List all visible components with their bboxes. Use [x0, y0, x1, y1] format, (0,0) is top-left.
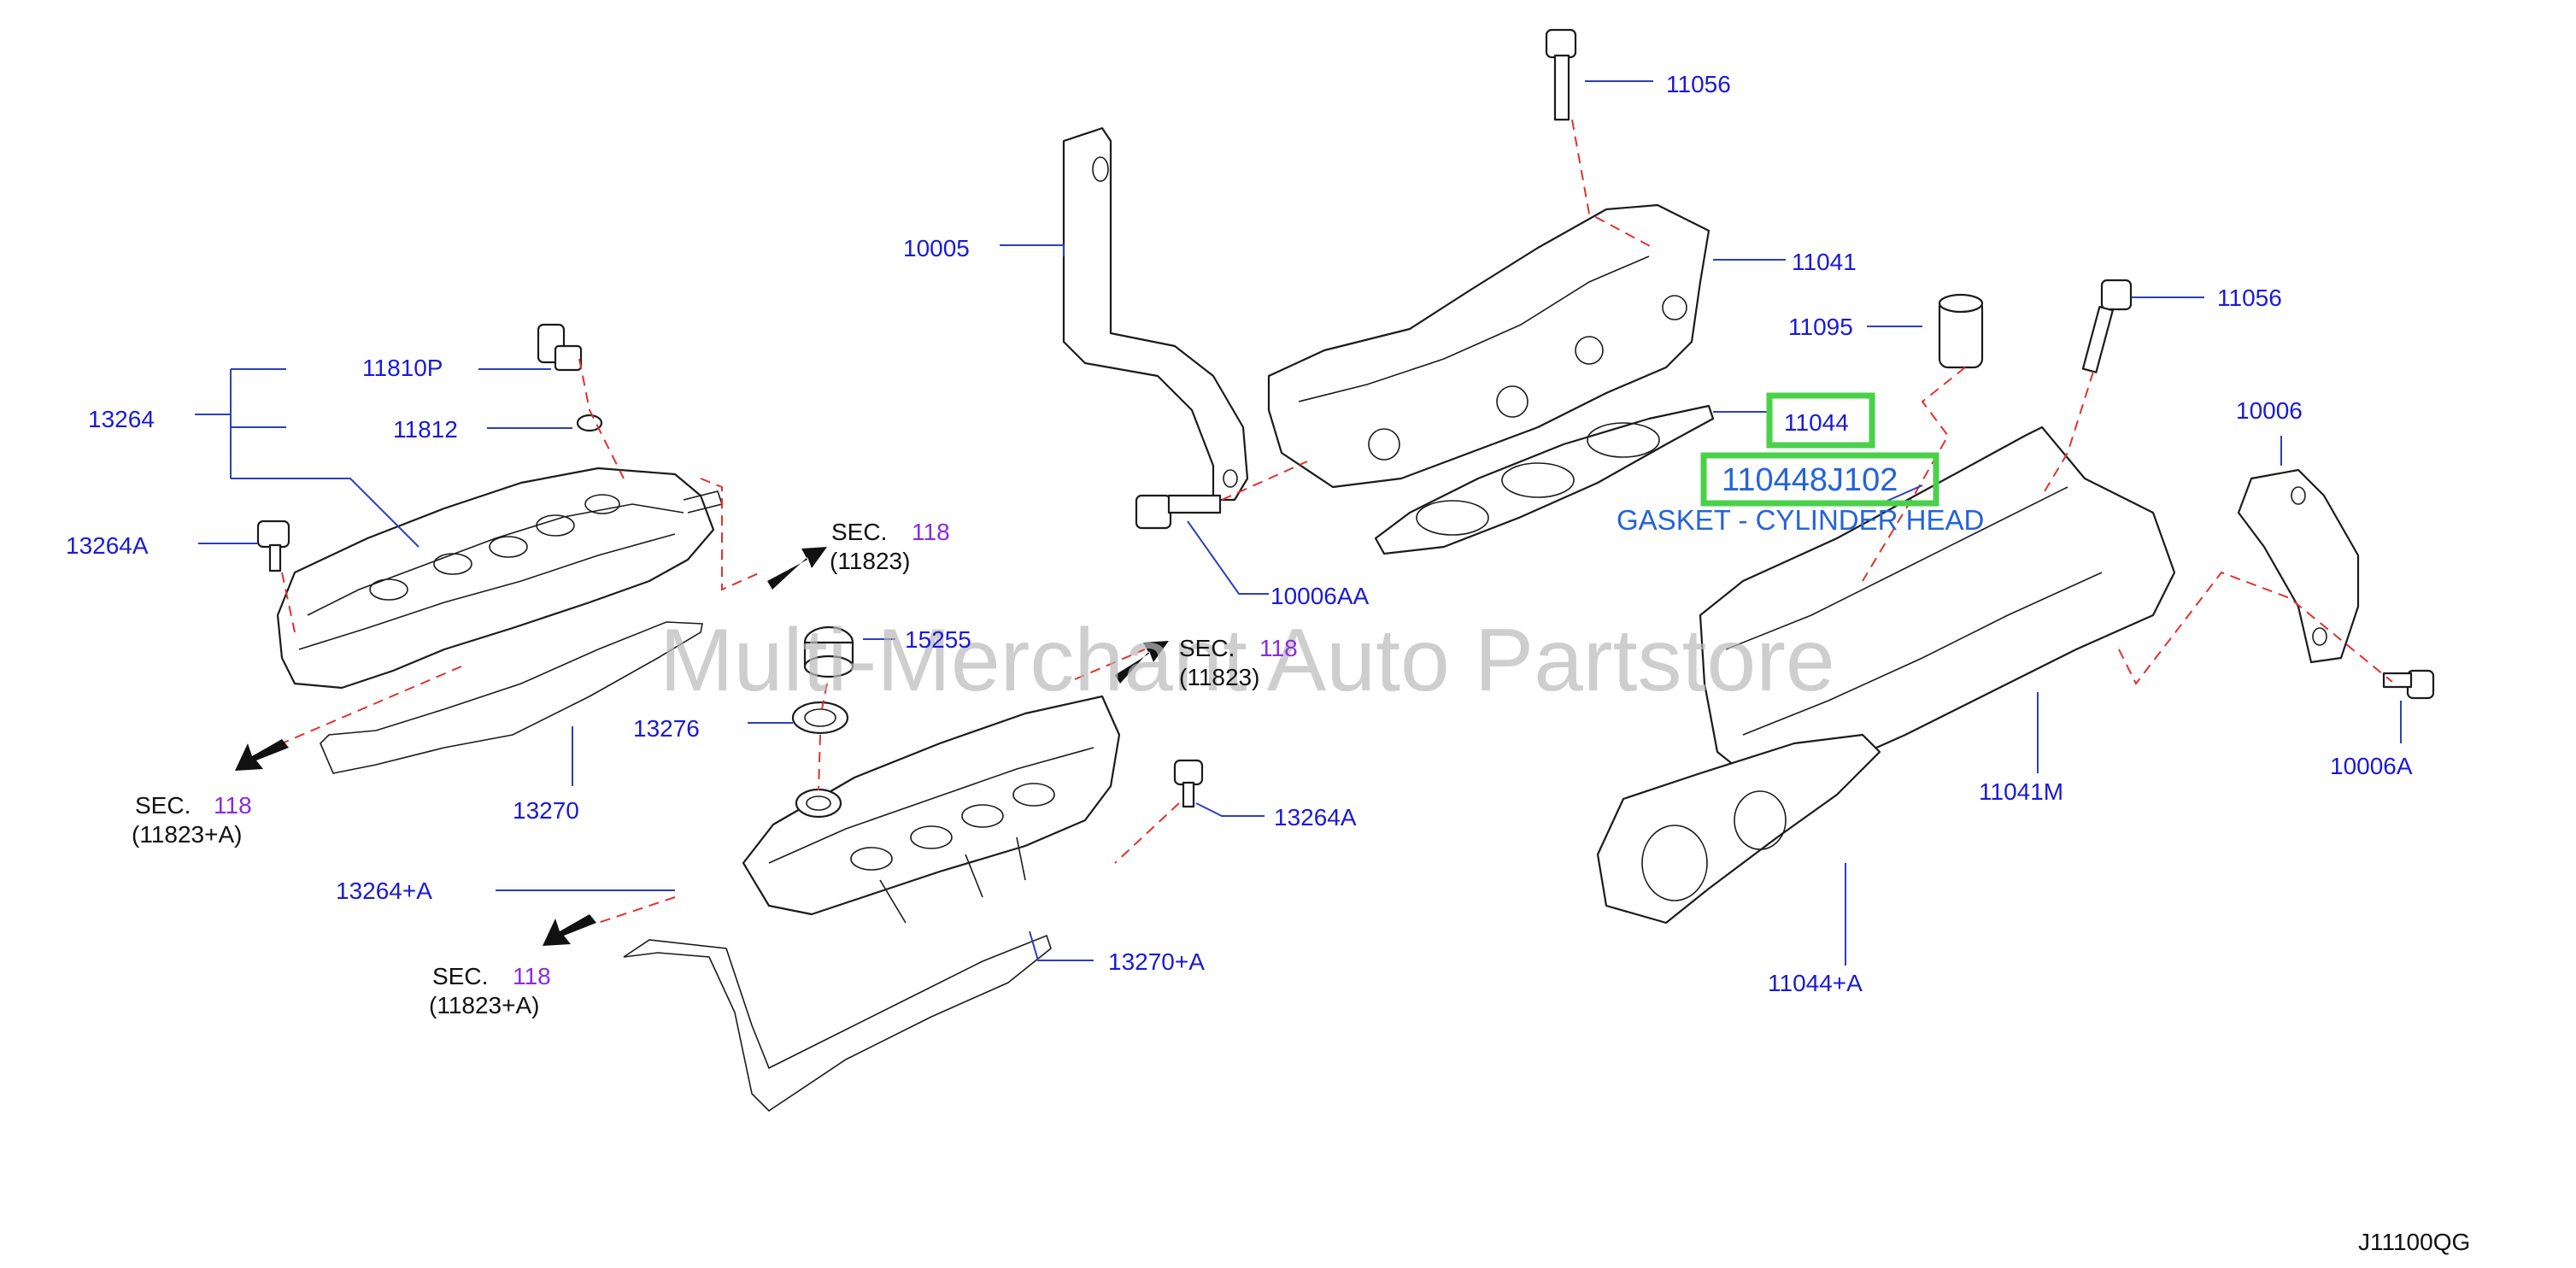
bracket-10005 [1062, 126, 1249, 502]
callout-11812[interactable]: 11812 [393, 416, 458, 443]
sec-arrows [235, 547, 1169, 946]
bolt-13264a-mid [1173, 759, 1204, 808]
pcv-valve [537, 323, 583, 372]
sec-prefix: SEC. [432, 963, 488, 989]
sec-ref: (11823) [830, 548, 910, 574]
sec-ref: (11823) [1179, 664, 1259, 690]
callout-11044[interactable]: 11044 [1784, 409, 1849, 436]
head-gasket-11044 [1374, 404, 1715, 555]
head-bolt-top [1545, 28, 1577, 121]
diagram-code: J11100QG [2358, 1229, 2470, 1255]
callout-10006[interactable]: 10006 [2236, 397, 2303, 424]
filler-neck [795, 788, 842, 819]
rocker-cover-gasket-upper [320, 621, 703, 774]
sec-ref: (11823+A) [429, 992, 539, 1019]
filler-cap-seal [791, 701, 849, 735]
sec-prefix: SEC. [831, 519, 887, 545]
callout-11810p[interactable]: 11810P [362, 355, 443, 381]
sec-ref-left: SEC. 118 (11823+A) [132, 792, 252, 848]
sec-arrow-icon [543, 914, 596, 946]
head-gasket-11044a [1596, 733, 1881, 925]
callout-13276[interactable]: 13276 [633, 715, 700, 742]
callout-13264a-mid[interactable]: 13264A [1274, 804, 1357, 831]
callout-11041m[interactable]: 11041M [1979, 778, 2063, 805]
sec-arrow-icon [235, 739, 289, 771]
callout-15255[interactable]: 15255 [905, 626, 971, 653]
sec-number[interactable]: 118 [214, 792, 252, 819]
rocker-cover-upper [276, 467, 724, 690]
callout-13264a-left[interactable]: 13264A [66, 532, 149, 559]
o-ring [576, 414, 603, 432]
callout-13264-plus-a[interactable]: 13264+A [336, 878, 432, 904]
callout-10006a[interactable]: 10006A [2330, 753, 2413, 779]
callout-10005[interactable]: 10005 [903, 235, 970, 261]
callout-13270[interactable]: 13270 [513, 797, 579, 824]
bolt-13264a-left [256, 520, 290, 572]
sec-ref: (11823+A) [132, 821, 242, 848]
callout-13270-plus-a[interactable]: 13270+A [1108, 948, 1205, 975]
leader-lines [195, 80, 2402, 966]
cylinder-head-11041 [1267, 203, 1710, 489]
sec-number[interactable]: 118 [513, 963, 551, 989]
sec-ref-upper-left: SEC. 118 (11823) [830, 519, 950, 574]
rocker-cover-lower [742, 695, 1121, 924]
sec-ref-center: SEC. 118 (11823) [1179, 635, 1298, 690]
sec-number[interactable]: 118 [912, 519, 950, 545]
sec-prefix: SEC. [135, 792, 191, 819]
callout-11095[interactable]: 11095 [1788, 314, 1853, 340]
head-bolt-right [2081, 279, 2133, 373]
sec-prefix: SEC. [1179, 635, 1235, 661]
sec-ref-lower: SEC. 118 (11823+A) [429, 963, 551, 1019]
sec-arrow-icon [767, 547, 827, 590]
highlight-box-part-number [1700, 452, 1939, 507]
alignment-lines [281, 119, 2393, 924]
callout-11041[interactable]: 11041 [1792, 249, 1857, 275]
part-description: GASKET - CYLINDER HEAD [1617, 504, 1984, 536]
bolt-10006aa [1135, 494, 1222, 530]
callout-11056-top[interactable]: 11056 [1666, 71, 1731, 97]
callout-10006aa[interactable]: 10006AA [1270, 583, 1370, 609]
highlight-box-11044 [1766, 392, 1875, 449]
dowel-11095 [1938, 293, 1984, 369]
callout-labels: 11056 10005 11041 11095 11056 10006 1181… [66, 71, 2413, 996]
bolt-10006a [2382, 669, 2435, 700]
callout-13264[interactable]: 13264 [88, 406, 155, 432]
rocker-cover-gasket-lower [623, 934, 1052, 1112]
sec-number[interactable]: 118 [1259, 635, 1298, 661]
watermark: Multi-Merchant Auto Partstore [660, 611, 1835, 710]
bracket-10006 [2237, 468, 2360, 664]
oil-filler-cap [803, 625, 854, 678]
part-number[interactable]: 110448J102 [1722, 462, 1898, 498]
callout-11044-plus-a[interactable]: 11044+A [1768, 970, 1863, 996]
callout-11056-right[interactable]: 11056 [2217, 285, 2282, 311]
highlighted-part: 11044 110448J102 GASKET - CYLINDER HEAD [1617, 392, 1984, 536]
sec-arrow-icon [1115, 641, 1169, 684]
